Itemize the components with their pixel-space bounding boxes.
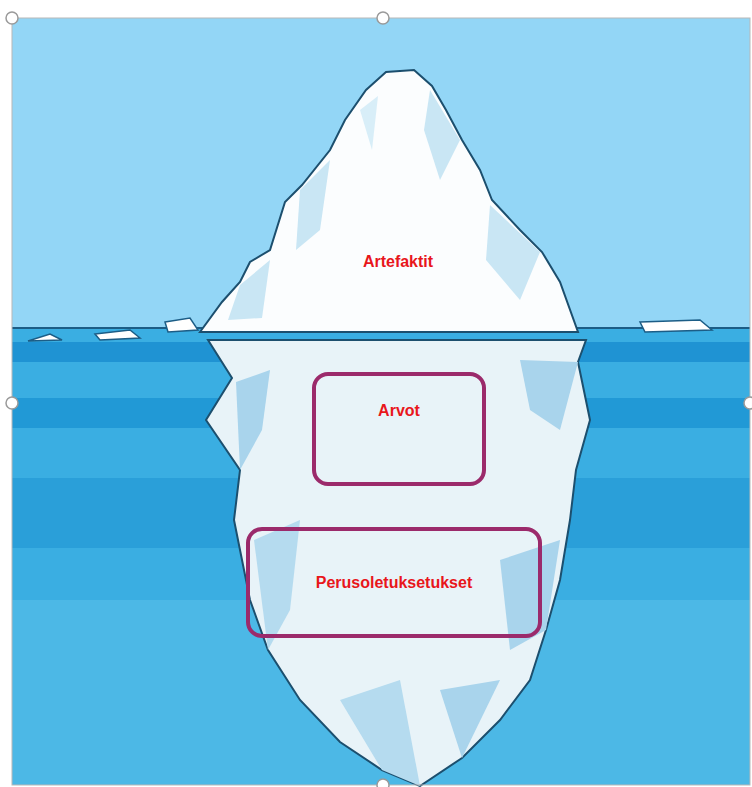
ice-facet: [440, 680, 500, 758]
ice-facet: [360, 96, 378, 150]
ice-facet: [486, 205, 540, 300]
box-label: Perusoletuksetukset: [316, 574, 473, 592]
ice-floe: [95, 330, 140, 340]
ice-facet: [340, 680, 420, 786]
resize-handle: [377, 779, 389, 787]
picture-frame: [12, 18, 750, 785]
resize-handle: [6, 397, 18, 409]
box-label: Arvot: [378, 402, 420, 420]
ice-facet: [228, 260, 270, 320]
resize-handle: [6, 12, 18, 24]
ice-facet: [254, 520, 300, 650]
ice-floe: [28, 334, 62, 341]
ice-floe: [640, 320, 712, 332]
ice-facet: [500, 540, 560, 650]
resize-handle: [377, 12, 389, 24]
ice-facet: [296, 160, 330, 250]
ice-floe: [165, 318, 198, 332]
resize-handle: [744, 397, 752, 409]
iceberg-tip: [200, 70, 578, 332]
iceberg-underwater: [206, 340, 590, 786]
sky: [12, 18, 750, 785]
outlined-box: Arvot: [312, 372, 486, 486]
outlined-box: Perusoletuksetukset: [246, 527, 542, 638]
ice-facet: [424, 90, 460, 180]
ice-facet: [520, 360, 578, 430]
layer-label: Artefaktit: [363, 253, 433, 271]
ice-facet: [236, 370, 270, 470]
water: [12, 328, 750, 785]
